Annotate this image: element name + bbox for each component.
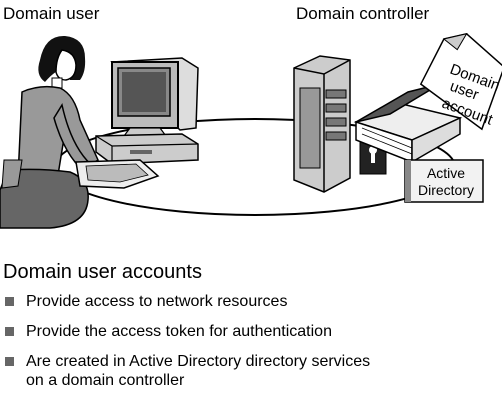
bullet-text: Provide access to network resources <box>26 293 288 310</box>
bullet-square-icon <box>5 327 14 336</box>
domain-controller-label: Domain controller <box>296 4 430 23</box>
bullet-item: Are created in Active Directory director… <box>4 352 370 390</box>
workstation-computer-illustration <box>75 57 199 189</box>
bullet-text: Are created in Active Directory director… <box>26 353 371 370</box>
section-title: Domain user accounts <box>3 261 202 283</box>
bullet-list: Provide access to network resources Prov… <box>4 292 370 401</box>
active-directory-label-line2: Directory <box>418 182 474 198</box>
bullet-item: Provide access to network resources <box>4 292 370 311</box>
bullet-square-icon <box>5 357 14 366</box>
domain-user-account-paper <box>419 32 502 131</box>
bullet-text: Provide the access token for authenticat… <box>26 323 332 340</box>
server-tower-illustration <box>293 55 351 193</box>
bullet-item: Provide the access token for authenticat… <box>4 322 370 341</box>
domain-user-label: Domain user <box>3 4 100 23</box>
user-person-illustration <box>0 35 119 229</box>
active-directory-label-line1: Active <box>427 165 465 181</box>
directory-book-illustration <box>353 83 463 164</box>
domain-diagram: Domain user account Active Directory <box>0 32 502 229</box>
bullet-square-icon <box>5 297 14 306</box>
active-directory-box <box>404 159 484 203</box>
bullet-text-continued: on a domain controller <box>26 372 185 389</box>
